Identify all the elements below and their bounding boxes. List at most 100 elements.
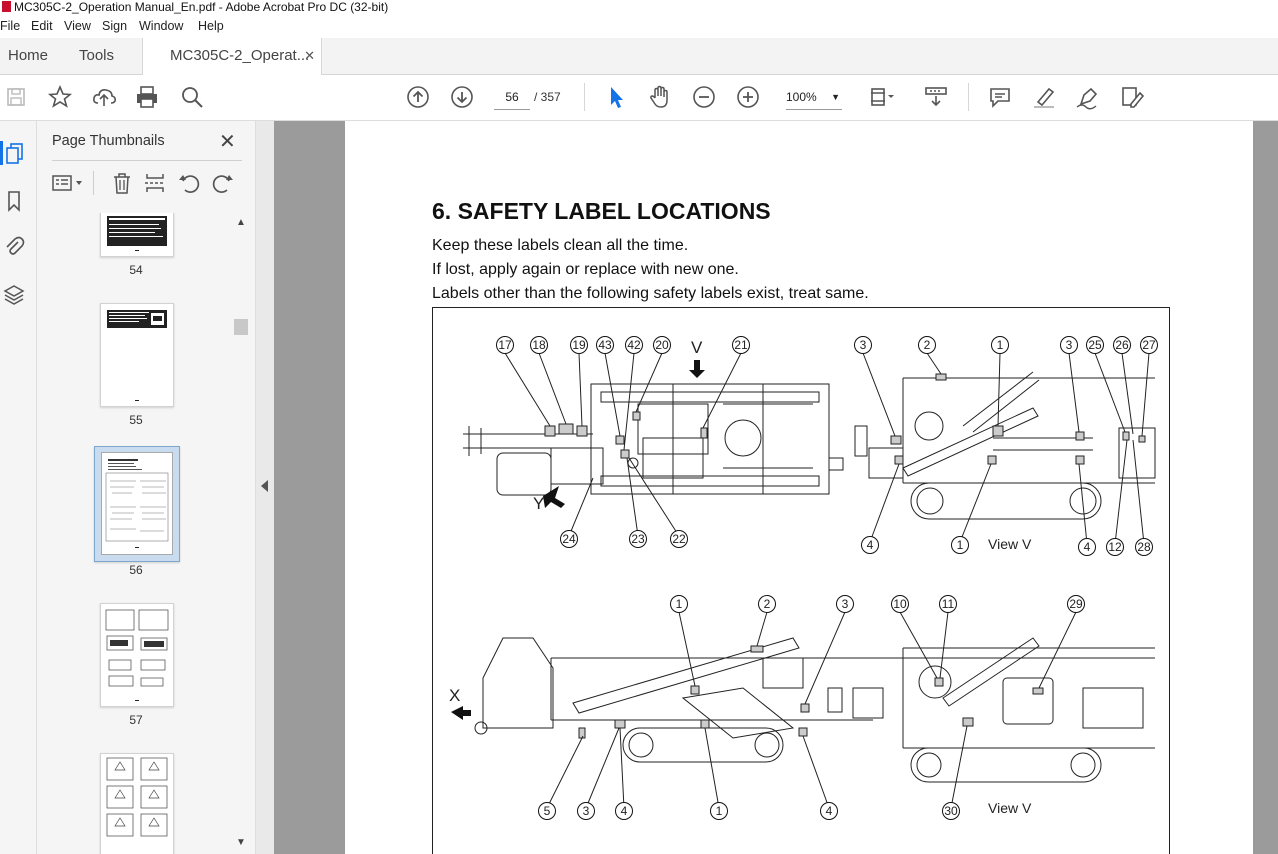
tab-document[interactable]: MC305C-2_Operat... ✕ [142,38,322,75]
body-line-1: Keep these labels clean all the time. [432,237,689,254]
print-icon[interactable] [133,83,161,111]
callout-number: 20 [653,336,671,354]
toolbar-divider [584,83,585,111]
tab-document-label: MC305C-2_Operat... [170,47,310,64]
pdf-page: 6. SAFETY LABEL LOCATIONS Keep these lab… [345,121,1253,854]
callout-number: 19 [570,336,588,354]
view-label: View V [988,800,1032,816]
callout-number: 1 [670,595,688,613]
scroll-up-icon[interactable]: ▲ [236,217,246,228]
panel-toolbar-divider [93,171,94,195]
delete-page-icon[interactable] [110,171,134,195]
previous-page-icon[interactable] [404,83,432,111]
close-panel-icon[interactable]: ✕ [219,131,236,153]
zoom-level-value: 100% [786,90,817,104]
menu-view[interactable]: View [64,19,91,33]
page-total: / 357 [534,90,561,104]
zoom-in-icon[interactable] [734,83,762,111]
menu-edit[interactable]: Edit [31,19,53,33]
arrow-label: V [691,338,703,357]
section-heading: 6. SAFETY LABEL LOCATIONS [432,198,771,224]
window-title: MC305C-2_Operation Manual_En.pdf - Adobe… [14,0,389,14]
thumbnail-label: 54 [129,263,143,277]
sign-pen-icon[interactable] [1074,83,1102,111]
navigation-rail [0,121,37,854]
zoom-level-dropdown[interactable]: 100% ▼ [786,85,842,110]
page-thumbnail-55[interactable] [100,303,174,407]
callout-number: 30 [942,802,960,820]
bookmark-star-icon[interactable] [46,83,74,111]
arrow-label: X [449,686,461,705]
menu-window[interactable]: Window [139,19,184,33]
thumbnail-scrollbar[interactable]: ▲ ▼ [234,213,248,854]
comment-icon[interactable] [986,83,1014,111]
page-number-input[interactable]: 56 [494,85,530,110]
callout-number: 28 [1135,538,1153,556]
callout-number: 1 [991,336,1009,354]
page-thumbnails-icon[interactable] [0,141,27,165]
callout-number: 3 [1060,336,1078,354]
insert-page-icon[interactable] [143,171,167,195]
callout-number: 4 [820,802,838,820]
close-tab-icon[interactable]: ✕ [304,48,315,63]
thumbnail-label: 57 [129,713,143,727]
document-viewer[interactable]: 6. SAFETY LABEL LOCATIONS Keep these lab… [274,121,1278,854]
upload-cloud-icon[interactable] [90,83,118,111]
scroll-mode-icon[interactable] [922,83,950,111]
page-thumbnail-56-selected[interactable] [94,446,180,562]
menu-sign[interactable]: Sign [102,19,128,33]
arrow-label: Y [533,494,545,513]
scrollbar-thumb[interactable] [234,319,248,335]
callout-number: 24 [560,530,578,548]
thumbnail-label: 55 [129,413,143,427]
view-label: View V [988,536,1032,552]
chevron-down-icon: ▼ [831,92,840,102]
callout-number: 23 [629,530,647,548]
zoom-out-icon[interactable] [690,83,718,111]
hand-tool-icon[interactable] [646,83,674,111]
callout-number: 18 [530,336,548,354]
highlight-pen-icon[interactable] [1030,83,1058,111]
thumbnail-list: 54 55 56 57 [37,213,235,854]
menu-bar: File Edit View Sign Window Help [0,16,1278,36]
callout-number: 10 [891,595,909,613]
layers-icon[interactable] [2,283,26,307]
save-icon[interactable] [2,83,30,111]
bookmarks-icon[interactable] [2,189,26,213]
find-search-icon[interactable] [178,83,206,111]
menu-file[interactable]: File [0,19,21,33]
callout-number: 17 [496,336,514,354]
menu-help[interactable]: Help [198,19,224,33]
rotate-counterclockwise-icon[interactable] [177,171,201,195]
page-thumbnail-54[interactable] [100,213,174,257]
next-page-icon[interactable] [448,83,476,111]
thumbnail-options-icon[interactable] [51,171,87,195]
callout-number: 12 [1106,538,1124,556]
main-toolbar: 56 / 357 100% ▼ [0,75,1278,121]
edit-pdf-icon[interactable] [1118,83,1146,111]
page-thumbnails-panel: Page Thumbnails ✕ 54 55 56 [37,121,256,854]
body-line-3: Labels other than the following safety l… [432,285,869,302]
select-cursor-icon[interactable] [602,83,630,111]
callout-number: 21 [732,336,750,354]
callout-number: 3 [577,802,595,820]
panel-title: Page Thumbnails [52,133,165,149]
toolbar-divider [968,83,969,111]
attachments-paperclip-icon[interactable] [2,234,26,258]
tab-tools[interactable]: Tools [79,47,115,64]
page-thumbnail-58[interactable] [100,753,174,854]
panel-divider [52,160,242,161]
callout-number: 3 [836,595,854,613]
callout-number: 2 [918,336,936,354]
scroll-down-icon[interactable]: ▼ [236,837,246,848]
callout-number: 25 [1086,336,1104,354]
rotate-clockwise-icon[interactable] [211,171,235,195]
callout-number: 4 [861,536,879,554]
page-fit-icon[interactable] [866,83,894,111]
callout-number: 1 [951,536,969,554]
acrobat-app-icon [2,1,11,12]
page-thumbnail-57[interactable] [100,603,174,707]
tab-home[interactable]: Home [8,47,49,64]
panel-collapse-handle[interactable] [256,121,274,854]
callout-number: 2 [758,595,776,613]
